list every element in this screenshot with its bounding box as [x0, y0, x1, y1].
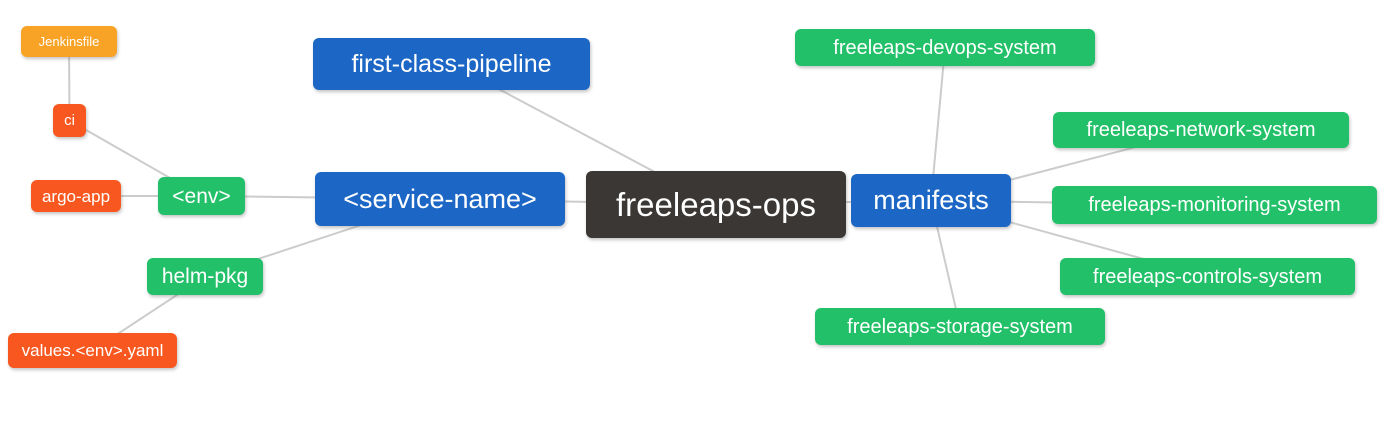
node-argo-app[interactable]: argo-app: [31, 180, 121, 212]
node-values-env-yaml[interactable]: values.<env>.yaml: [8, 333, 177, 368]
node-freeleaps-monitoring-system[interactable]: freeleaps-monitoring-system: [1052, 186, 1377, 224]
node-freeleaps-controls-system[interactable]: freeleaps-controls-system: [1060, 258, 1355, 295]
node-service-name[interactable]: <service-name>: [315, 172, 565, 226]
node-freeleaps-devops-system[interactable]: freeleaps-devops-system: [795, 29, 1095, 66]
node-helm-pkg[interactable]: helm-pkg: [147, 258, 263, 295]
node-freeleaps-ops[interactable]: freeleaps-ops: [586, 171, 846, 238]
node-freeleaps-network-system[interactable]: freeleaps-network-system: [1053, 112, 1349, 148]
node-manifests[interactable]: manifests: [851, 174, 1011, 227]
node-env[interactable]: <env>: [158, 177, 245, 215]
node-ci[interactable]: ci: [53, 104, 86, 137]
node-jenkinsfile[interactable]: Jenkinsfile: [21, 26, 117, 57]
node-first-class-pipeline[interactable]: first-class-pipeline: [313, 38, 590, 90]
node-freeleaps-storage-system[interactable]: freeleaps-storage-system: [815, 308, 1105, 345]
